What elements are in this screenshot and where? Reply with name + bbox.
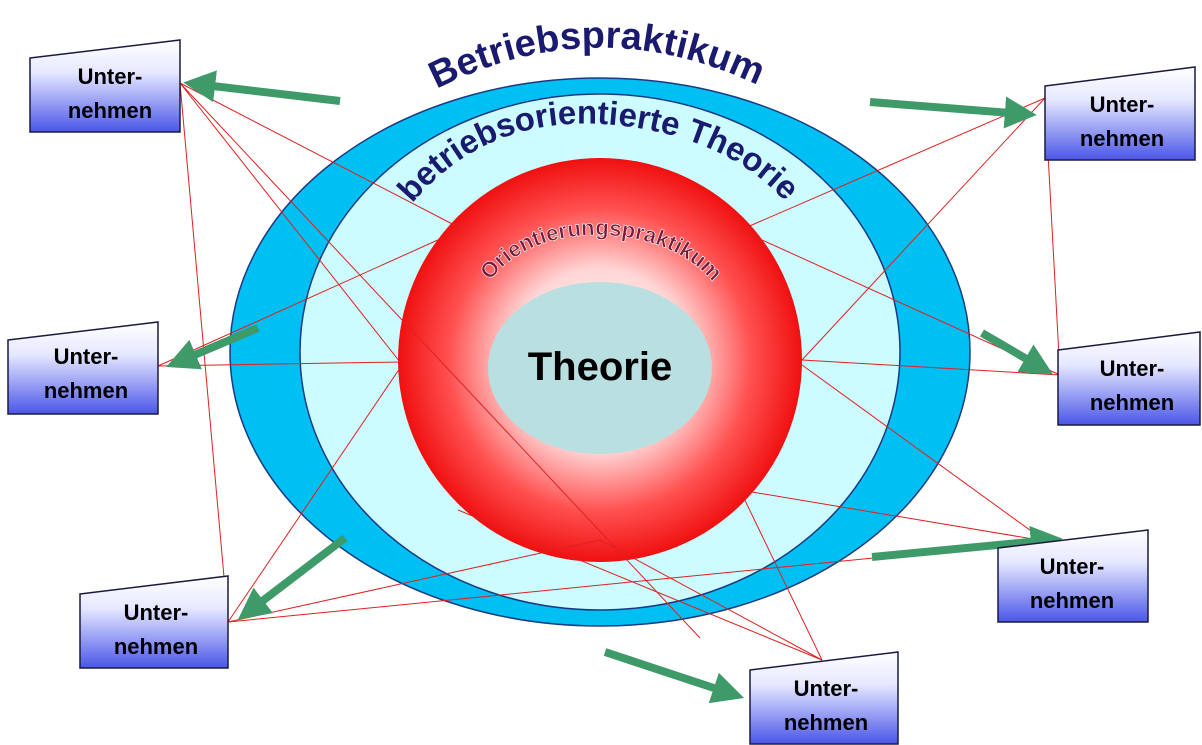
company-box: Unter- nehmen <box>7 321 159 415</box>
arrow-mid-left <box>166 324 260 370</box>
company-label-line1: Unter- <box>794 676 859 701</box>
company-label-line2: nehmen <box>1030 588 1114 613</box>
arrows <box>166 70 1063 704</box>
company-label-line1: Unter- <box>1090 92 1155 117</box>
company-box: Unter- nehmen <box>1057 331 1201 426</box>
arrow-top-left <box>183 70 341 105</box>
company-label-line2: nehmen <box>44 378 128 403</box>
company-label-line1: Unter- <box>124 600 189 625</box>
core-label: Theorie <box>528 345 672 389</box>
company-label-line1: Unter- <box>1100 356 1165 381</box>
company-label-line2: nehmen <box>1080 126 1164 151</box>
company-box: Unter- nehmen <box>1044 66 1196 161</box>
company-box: Unter- nehmen <box>997 529 1149 623</box>
company-label-line1: Unter- <box>78 64 143 89</box>
arrow-mid-right <box>979 329 1054 375</box>
ring-core <box>488 282 712 454</box>
arrow-bottom-left <box>237 534 348 620</box>
company-label-line2: nehmen <box>784 710 868 735</box>
company-label-line1: Unter- <box>1040 554 1105 579</box>
arrow-bottom-right <box>871 525 1063 561</box>
arrow-top-right <box>869 96 1037 129</box>
connector-lines <box>157 82 1061 661</box>
company-box: Unter- nehmen <box>79 575 229 669</box>
company-label-line2: nehmen <box>1090 390 1174 415</box>
company-label-line2: nehmen <box>114 634 198 659</box>
company-label-line1: Unter- <box>54 344 119 369</box>
arrow-bottom <box>603 648 745 704</box>
company-box: Unter- nehmen <box>749 651 899 745</box>
company-box: Unter- nehmen <box>29 39 181 133</box>
company-label-line2: nehmen <box>68 98 152 123</box>
